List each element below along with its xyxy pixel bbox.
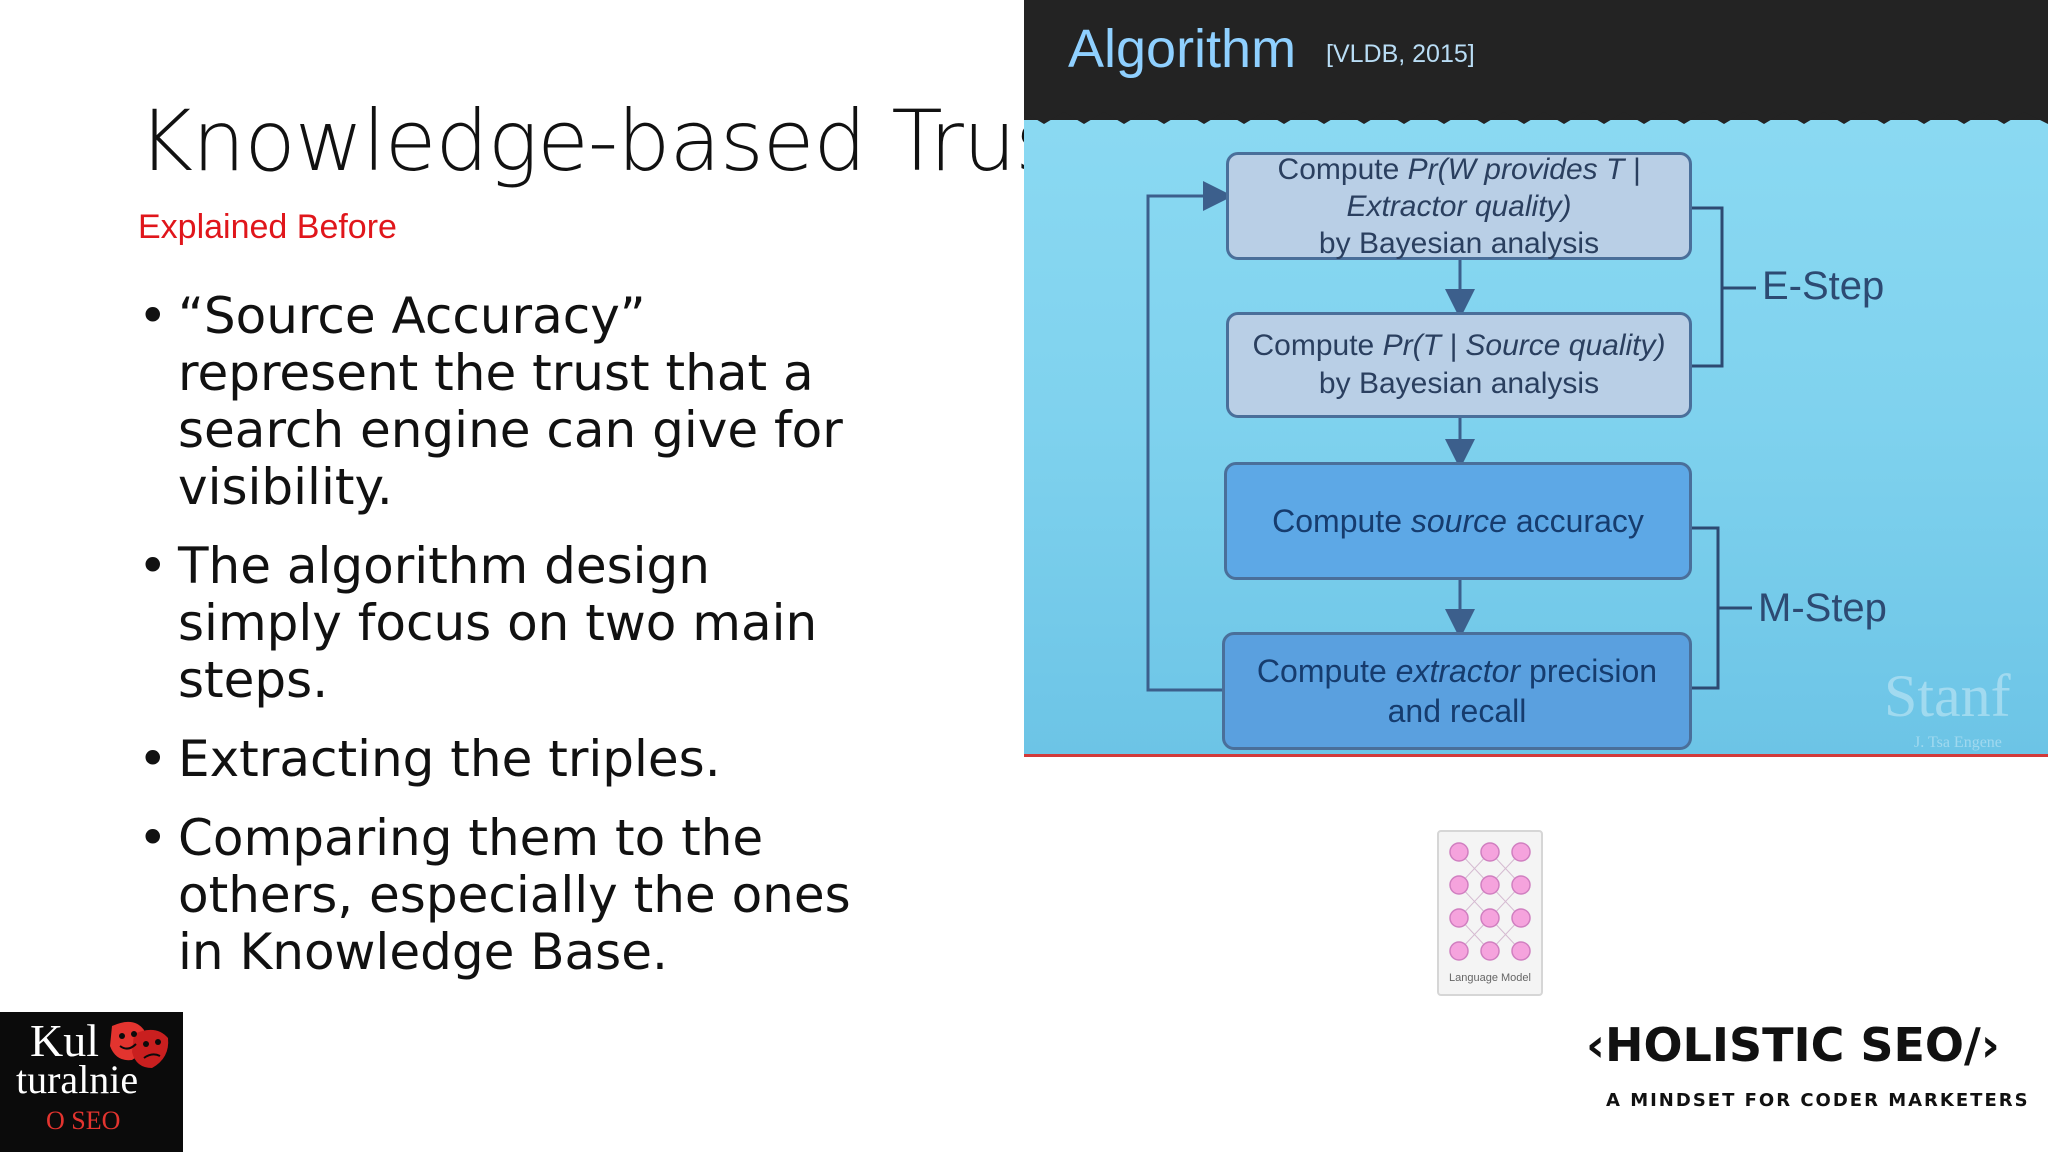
flow-box-pr-w-provides-t: Compute Pr(W provides T | Extractor qual… <box>1226 152 1692 260</box>
bullet-item: “Source Accuracy” represent the trust th… <box>138 288 868 516</box>
thumbnail-caption: Language Model <box>1449 972 1531 984</box>
theater-masks-icon <box>110 1021 169 1068</box>
loop-back-arrow <box>1146 181 1233 692</box>
flow-box-extractor-precision: Compute extractor precision and recall <box>1222 632 1692 750</box>
bullet-item: Comparing them to the others, especially… <box>138 810 868 981</box>
m-step-label: M-Step <box>1758 586 1887 630</box>
m-step-bracket <box>1692 526 1720 690</box>
video-header: Algorithm [VLDB, 2015] <box>1024 0 2048 120</box>
logo-text-kul: Kul <box>30 1015 99 1066</box>
logo-text-turalnie: turalnie <box>16 1057 139 1102</box>
bullet-list: “Source Accuracy” represent the trust th… <box>138 288 868 1003</box>
kulturalnie-logo: Kul turalnie O SEO <box>0 1012 183 1152</box>
algorithm-citation: [VLDB, 2015] <box>1326 40 1475 68</box>
e-step-bracket <box>1692 206 1724 368</box>
brand-tagline: A MINDSET FOR CODER MARKETERS <box>1606 1090 2030 1111</box>
flow-box-source-accuracy: Compute source accuracy <box>1224 462 1692 580</box>
flow-box-pr-t-source-quality: Compute Pr(T | Source quality) by Bayesi… <box>1226 312 1692 418</box>
e-step-label: E-Step <box>1762 264 1885 308</box>
header-wave-edge <box>1024 110 2048 124</box>
logo-text-o-seo: O SEO <box>46 1106 121 1135</box>
language-model-thumbnail[interactable]: Language Model <box>1437 830 1543 996</box>
neural-network-icon <box>1449 842 1531 961</box>
watermark-subtext: J. Tsa Engene <box>1914 734 2002 751</box>
holistic-seo-logo: ‹HOLISTIC SEO/› <box>1586 1018 2000 1072</box>
algorithm-title: Algorithm <box>1068 19 1297 79</box>
stanford-watermark: Stanf <box>1884 663 2011 729</box>
slide-subtitle: Explained Before <box>138 208 397 246</box>
bullet-item: The algorithm design simply focus on two… <box>138 538 868 709</box>
video-frame[interactable]: Algorithm [VLDB, 2015] Compute Pr(W prov… <box>1024 0 2048 757</box>
slide-title: Knowledge-based Trust <box>138 92 1091 190</box>
bullet-item: Extracting the triples. <box>138 731 868 789</box>
